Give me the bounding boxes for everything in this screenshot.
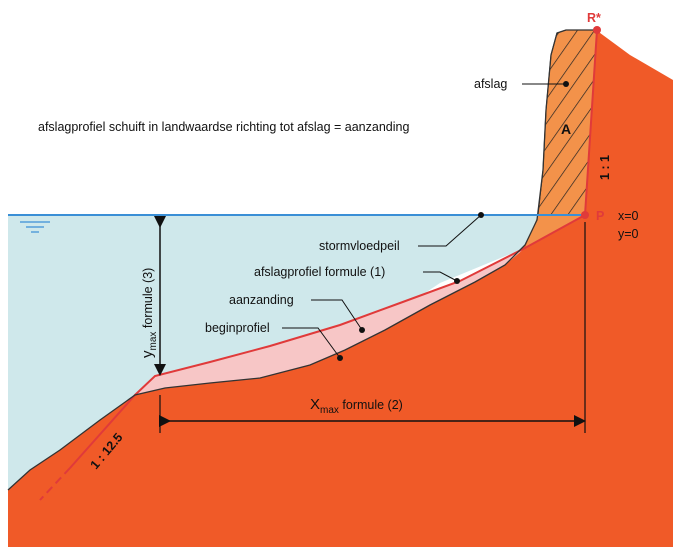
beginprofiel-line <box>7 29 596 491</box>
area-a-label: A <box>561 121 571 137</box>
slope-shallow-dash <box>39 467 71 501</box>
afslagprofiel-line <box>69 29 598 469</box>
coord-y-label: y=0 <box>618 227 639 241</box>
beginprofiel-label: beginprofiel <box>205 321 270 335</box>
point-r-label: R* <box>587 11 601 25</box>
afslag-label: afslag <box>474 77 507 91</box>
point-r-marker <box>593 26 601 34</box>
diagram-heading: afslagprofiel schuift in landwaardse ric… <box>38 120 409 134</box>
deposition-area <box>135 248 525 395</box>
ymax-label: ymax formule (3) <box>139 268 159 358</box>
water-level-icon <box>20 221 50 233</box>
slope-steep-label: 1 : 1 <box>598 155 612 180</box>
xmax-label: Xmax formule (2) <box>310 396 403 416</box>
aanzanding-label: aanzanding <box>229 293 294 307</box>
coord-x-label: x=0 <box>618 209 639 223</box>
afslagprofiel-label: afslagprofiel formule (1) <box>254 265 385 279</box>
stormvloedpeil-label: stormvloedpeil <box>319 239 400 253</box>
point-p-label: P <box>596 209 604 223</box>
point-p-marker <box>581 211 589 219</box>
